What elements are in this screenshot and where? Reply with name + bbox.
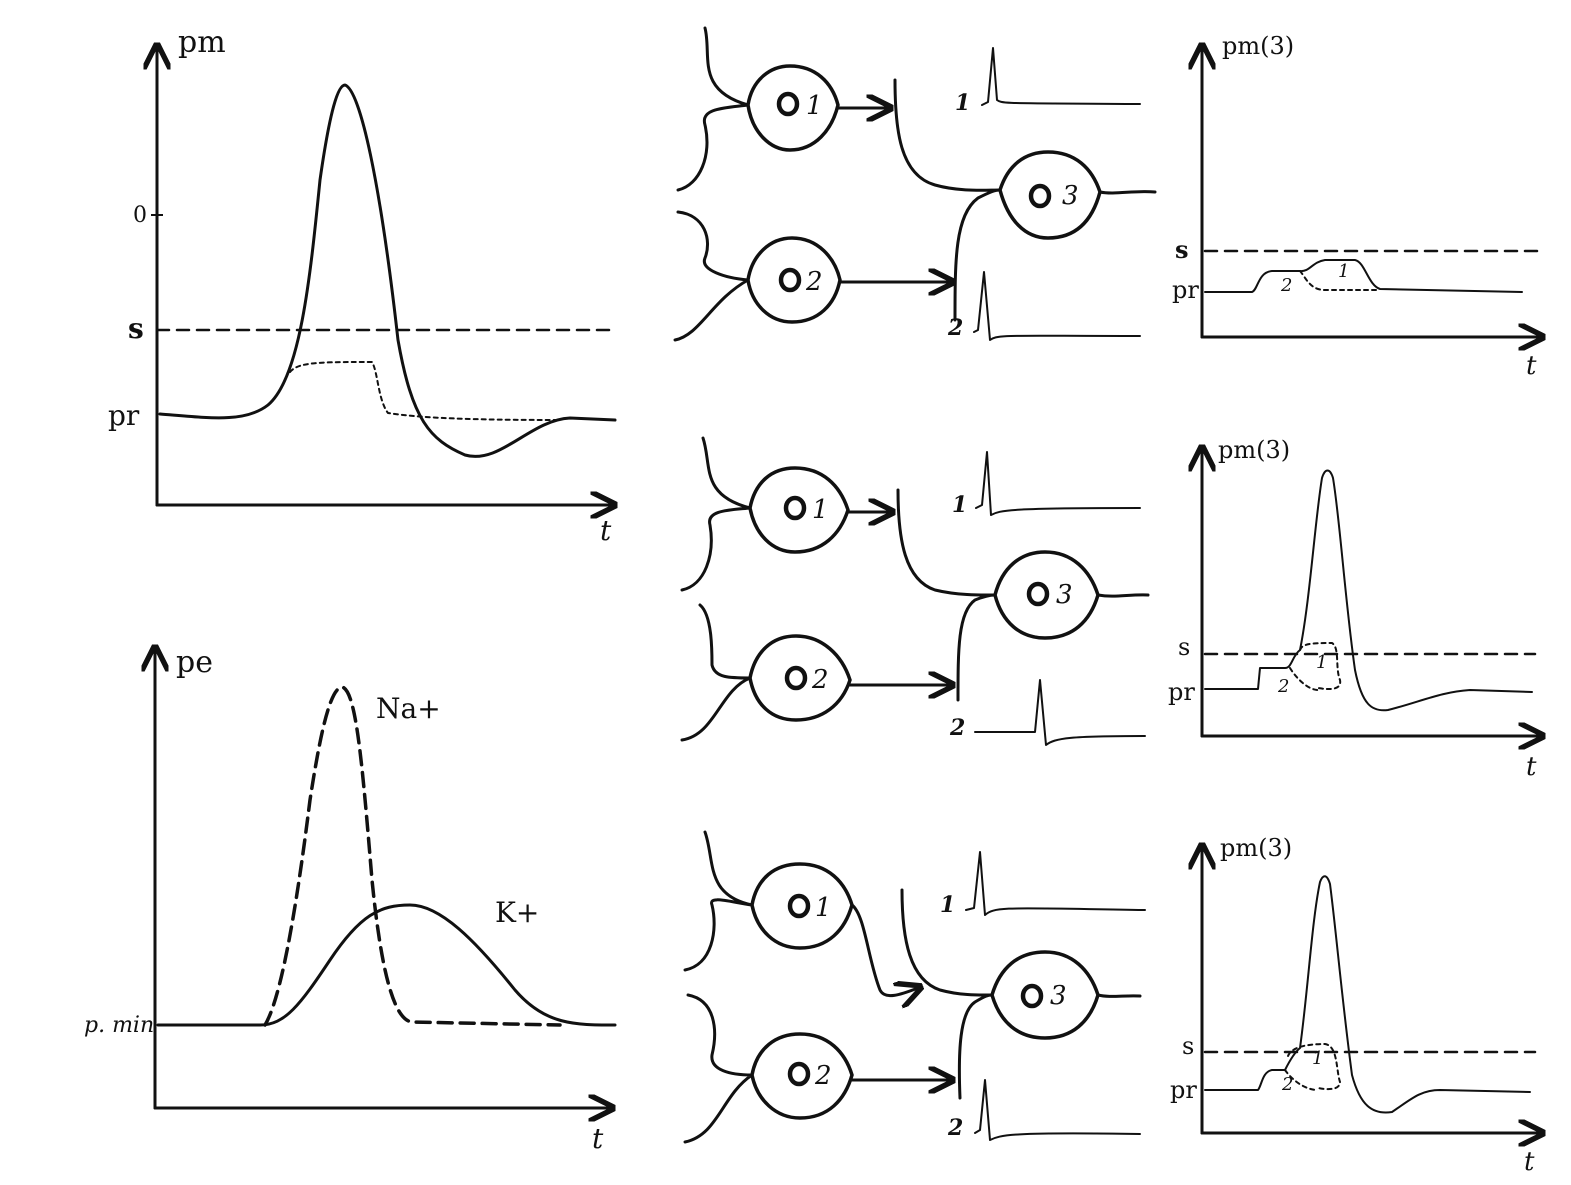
x-axis-label: t [1526,752,1537,782]
x-axis-label: t [592,1122,604,1155]
epsp-1-label: 1 [1316,652,1327,673]
epsp-2-label: 2 [1277,676,1289,697]
trace-2-label: 2 [947,1115,963,1141]
neuron-1-label: 1 [815,893,832,923]
dendrites [896,488,997,702]
trace-2-label: 2 [949,715,965,741]
rest-label: pr [1170,1076,1197,1104]
axon-3 [1096,593,1150,598]
epsp-decay [1284,1043,1341,1091]
pm3-graph-3: pm(3) t s pr 2 1 [1170,834,1540,1177]
axon-1 [850,903,918,996]
potassium-label: K+ [495,896,539,929]
threshold-label: s [1178,633,1190,661]
x-axis-label: t [1526,351,1537,381]
dendrites [683,993,754,1144]
neuron-2-nucleus [778,267,802,293]
y-axis-label: pm(3) [1222,32,1294,60]
dendrites [673,210,750,342]
neuron-circuit-row-2: 1 2 3 1 2 [680,436,1150,746]
neuron-3-label: 3 [1050,981,1067,1011]
threshold-label: s [1182,1032,1194,1060]
y-axis-label: pm(3) [1218,436,1290,464]
neuron-1-label: 1 [812,495,829,525]
y-axis-label: pm [178,25,226,60]
spike-trace-1 [965,851,1146,916]
spike-trace-2 [973,271,1141,341]
epsp-2-decay [1299,270,1379,291]
pm3-graph-2: pm(3) t s pr 2 1 [1168,436,1540,782]
dendrites [680,436,752,592]
neuron-2-label: 2 [805,267,823,297]
permeability-graph: pe t p. min Na+ K+ [84,645,617,1155]
trace-1-label: 1 [952,492,967,518]
dendrites [683,830,754,972]
neuron-3-body [990,950,1100,1040]
membrane-potential-graph: pm t 0 s pr [108,25,615,547]
dendrites [893,78,1002,322]
epsp-2-label: 2 [1280,275,1292,296]
neuron-3-nucleus [1026,581,1050,607]
baseline-label: p. min [84,1013,154,1038]
threshold-label: s [128,312,144,345]
epsp-2-label: 2 [1281,1074,1293,1095]
pm3-graph-1: pm(3) t s pr 2 1 [1172,32,1540,381]
neuron-1-label: 1 [806,91,823,121]
dendrites [676,26,750,192]
rest-label: pr [108,399,140,432]
neuron-2-label: 2 [814,1061,832,1091]
subthreshold-curve [289,361,561,421]
membrane-trace [1204,875,1531,1114]
neuron-3-label: 3 [1062,181,1079,211]
neuron-3-nucleus [1028,183,1052,209]
epsp-1-label: 1 [1338,261,1349,282]
y-axis-label: pe [176,645,213,680]
spike-trace-1 [975,451,1141,516]
rest-label: pr [1168,678,1195,706]
neuron-3-nucleus [1020,983,1044,1009]
neuron-2-nucleus [787,1061,811,1087]
spike-trace-2 [974,1079,1141,1141]
neuron-1-nucleus [776,91,800,117]
sodium-curve [263,685,562,1027]
x-axis-label: t [1524,1147,1535,1177]
axon-3 [1096,993,1142,998]
neuron-circuit-row-3: 1 2 3 1 2 [683,830,1146,1144]
axon-3 [1098,190,1157,195]
trace-2-label: 2 [947,315,963,341]
sodium-label: Na+ [376,692,441,725]
action-potential-curve [158,83,617,458]
rest-label: pr [1172,276,1199,304]
neuron-1-nucleus [783,495,807,521]
neuron-2-label: 2 [811,665,829,695]
spike-trace-1 [981,47,1141,106]
neuron-circuit-row-1: 1 2 3 1 2 [673,26,1157,342]
trace-1-label: 1 [955,90,970,116]
neuron-3-label: 3 [1056,580,1073,610]
zero-label: 0 [133,203,147,228]
potassium-curve [156,903,617,1027]
epsp-1-label: 1 [1312,1048,1323,1069]
neuron-2-nucleus [784,665,808,691]
dendrites [680,603,752,742]
membrane-trace [1204,259,1523,293]
epsp-decay [1289,642,1342,691]
membrane-trace [1204,469,1533,712]
threshold-label: s [1175,235,1189,264]
dendrites [900,888,994,1100]
neuron-1-nucleus [787,893,811,919]
trace-1-label: 1 [940,892,955,918]
spike-trace-2 [974,679,1146,746]
x-axis-label: t [600,514,612,547]
y-axis-label: pm(3) [1220,834,1292,862]
